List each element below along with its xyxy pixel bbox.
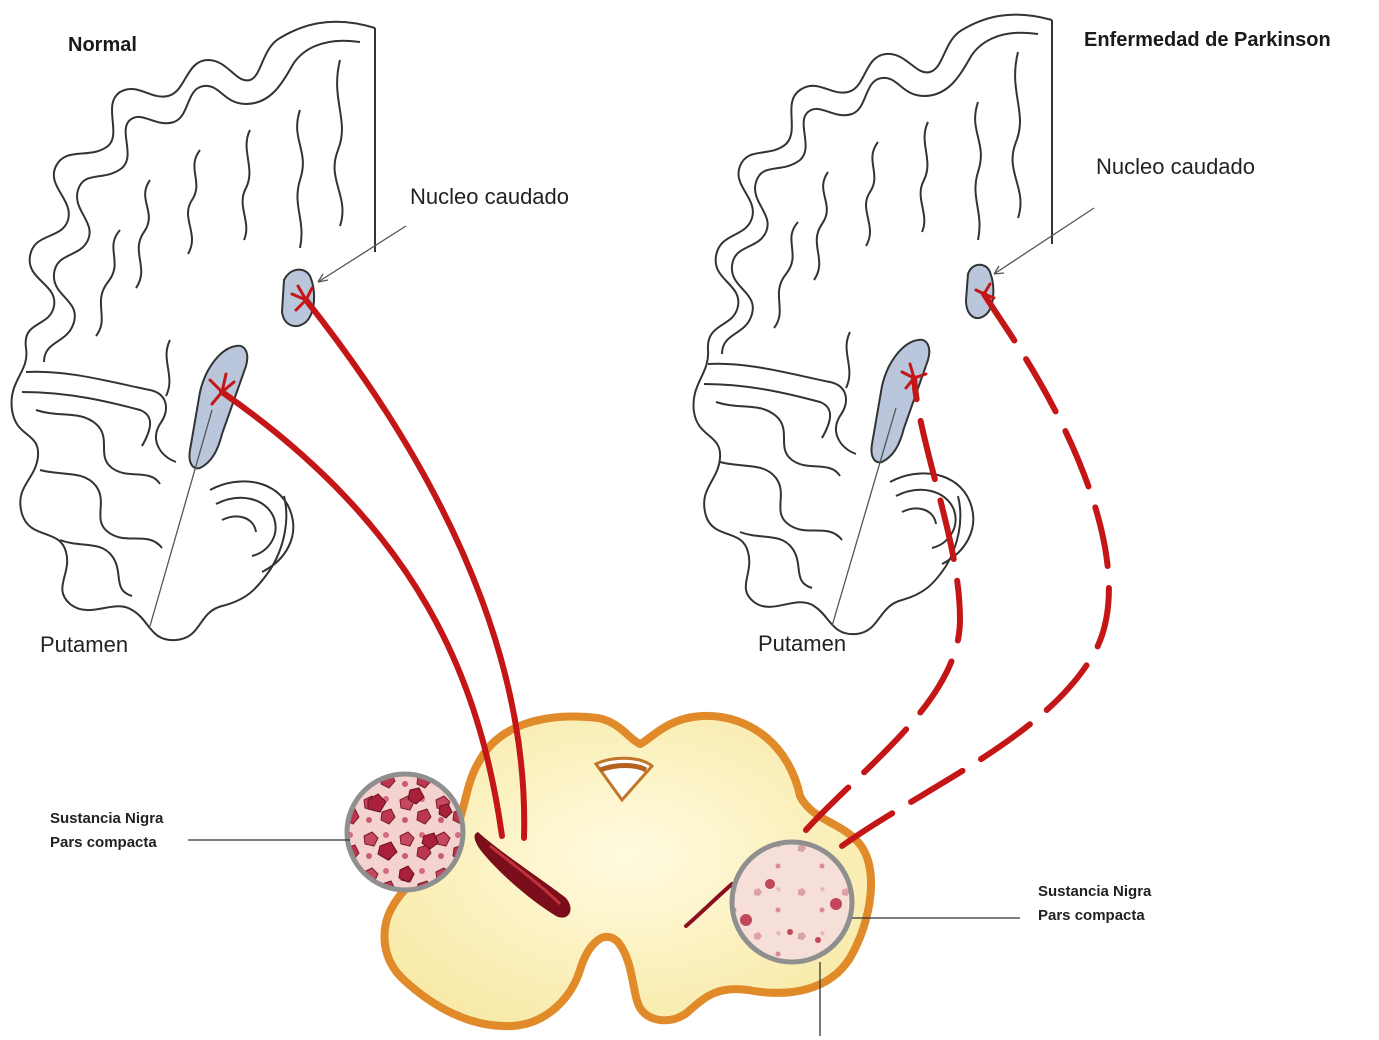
magnified-cells-normal [347, 774, 463, 890]
nigrostriatal-pathways-parkinson [806, 294, 1109, 846]
label-putamen-normal: Putamen [40, 632, 128, 658]
magnified-cells-parkinson [732, 842, 852, 962]
pathway-to-putamen-normal [222, 392, 502, 836]
nigra-normal-line2: Pars compacta [50, 831, 163, 855]
label-substantia-nigra-parkinson: Sustancia Nigra Pars compacta [1038, 880, 1151, 928]
pathway-to-caudate-parkinson [842, 294, 1109, 846]
brain-section-parkinson [693, 15, 1052, 635]
nigra-parkinson-line1: Sustancia Nigra [1038, 880, 1151, 904]
nigra-parkinson-line2: Pars compacta [1038, 904, 1151, 928]
putamen-parkinson [871, 340, 929, 463]
brain-section-normal [12, 22, 375, 640]
label-caudate-normal: Nucleo caudado [410, 184, 569, 210]
nigra-normal-line1: Sustancia Nigra [50, 807, 163, 831]
label-putamen-parkinson: Putamen [758, 631, 846, 657]
label-caudate-parkinson: Nucleo caudado [1096, 154, 1255, 180]
panel-title-normal: Normal [68, 34, 137, 57]
label-substantia-nigra-normal: Sustancia Nigra Pars compacta [50, 807, 163, 855]
panel-title-parkinson: Enfermedad de Parkinson [1084, 29, 1331, 52]
